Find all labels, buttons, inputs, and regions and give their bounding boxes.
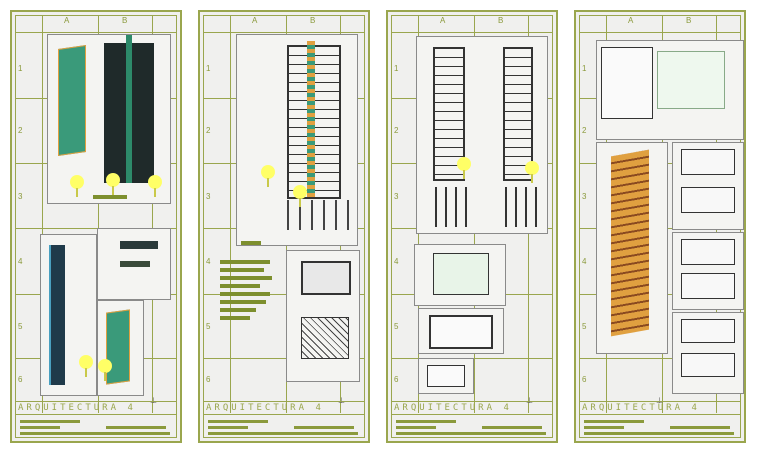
north-arrow-icon: ⊥ — [656, 396, 663, 405]
typical-plans-panel — [672, 142, 744, 230]
column-header-a: A — [628, 16, 634, 25]
render-panel-small — [97, 300, 144, 396]
notes-block — [220, 260, 276, 320]
column-header-b: B — [310, 16, 316, 25]
row-label: 6 — [582, 375, 587, 384]
title-block — [580, 417, 740, 437]
row-label: 2 — [394, 126, 399, 135]
column-header-b: B — [498, 16, 504, 25]
sheet-1: A B 1 2 3 4 5 6 ⊥ ARQUITECTURA 4 — [10, 10, 182, 443]
title-block — [16, 417, 176, 437]
north-arrow-icon: ⊥ — [150, 396, 157, 405]
title-block — [392, 417, 552, 437]
typical-plans-panel-2 — [672, 232, 744, 310]
row-label: 4 — [18, 257, 23, 266]
row-label: 3 — [582, 192, 587, 201]
row-label: 2 — [206, 126, 211, 135]
row-label: 6 — [394, 375, 399, 384]
north-arrow-icon: ⊥ — [338, 396, 345, 405]
row-label: 5 — [18, 322, 23, 331]
row-label: 1 — [582, 64, 587, 73]
row-label: 3 — [18, 192, 23, 201]
row-label: 1 — [18, 64, 23, 73]
row-label: 1 — [394, 64, 399, 73]
row-label: 6 — [18, 375, 23, 384]
elevation-panel — [40, 234, 97, 396]
axonometric-panel — [596, 142, 668, 354]
sheet-3: A B 1 2 3 4 5 6 ⊥ ARQUITECTURA 4 — [386, 10, 558, 443]
row-label: 4 — [206, 257, 211, 266]
sheet-title: ARQUITECTURA 4 — [580, 401, 740, 415]
tower-axonometric — [611, 149, 649, 337]
column-header-b: B — [686, 16, 692, 25]
sheet-title: ARQUITECTURA 4 — [16, 401, 176, 415]
floor-plan-small — [418, 358, 474, 394]
row-label: 5 — [394, 322, 399, 331]
elevation-panel — [236, 34, 358, 246]
sheet-2: A B 1 2 3 4 5 6 ⊥ ARQUITECTURA 4 — [198, 10, 370, 443]
row-label: 6 — [206, 375, 211, 384]
row-label: 3 — [394, 192, 399, 201]
row-label: 5 — [582, 322, 587, 331]
row-label: 3 — [206, 192, 211, 201]
column-header-a: A — [64, 16, 70, 25]
title-block — [204, 417, 364, 437]
sections-panel — [416, 36, 548, 234]
row-label: 2 — [582, 126, 587, 135]
detail-panel — [97, 228, 171, 300]
render-panel — [47, 34, 171, 204]
typical-plans-panel-3 — [672, 312, 744, 394]
site-plan-panel — [414, 244, 506, 306]
row-label: 1 — [206, 64, 211, 73]
sheet-4: A B 1 2 3 4 5 6 ⊥ ARQUITECTURA 4 — [574, 10, 746, 443]
column-header-a: A — [440, 16, 446, 25]
tower-render-green — [58, 45, 86, 156]
row-label: 5 — [206, 322, 211, 331]
sheet-title: ARQUITECTURA 4 — [392, 401, 552, 415]
sheet-title: ARQUITECTURA 4 — [204, 401, 364, 415]
column-header-a: A — [252, 16, 258, 25]
plans-panel — [286, 250, 360, 382]
row-label: 2 — [18, 126, 23, 135]
row-label: 4 — [394, 257, 399, 266]
row-label: 4 — [582, 257, 587, 266]
ground-plan-panel — [596, 40, 744, 140]
floor-plan-panel — [418, 308, 504, 354]
north-arrow-icon: ⊥ — [526, 396, 533, 405]
column-header-b: B — [122, 16, 128, 25]
